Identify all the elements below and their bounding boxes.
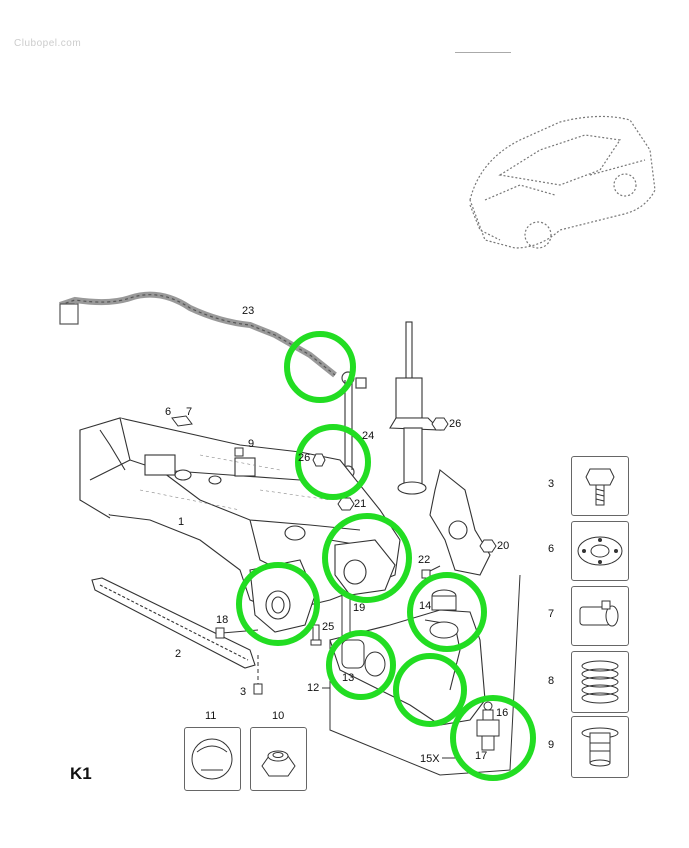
spring-icon [581,660,619,704]
callout-15x: 15X [420,753,440,765]
bump-stop-icon [581,727,619,767]
rear-bushing-block [249,559,316,633]
nut-9 [234,447,244,457]
bushing-14 [429,589,459,639]
side-card-3-num: 7 [548,608,555,620]
side-card-bump-stop [571,716,629,778]
callout-11: 11 [205,710,217,722]
callout-26-left: 26 [298,452,311,464]
callout-3-main: 3 [240,686,247,698]
steering-knuckle [429,469,491,576]
highlight-bushing-14 [407,572,487,652]
side-card-sleeve [571,586,629,646]
bolt-25 [310,624,322,646]
bolt-icon [585,468,615,506]
header-rule [455,52,511,53]
side-card-plate [571,521,629,581]
highlight-bar-clamp [284,331,356,403]
nut-26-right [431,417,449,431]
diagram-label: K1 [70,764,92,783]
callout-25: 25 [322,621,335,633]
highlight-link-lower [295,424,371,500]
callout-24: 24 [362,430,375,442]
callout-19: 19 [353,602,366,614]
nut-icon [261,750,296,777]
ball-joint [476,701,500,751]
side-card-spring [571,651,629,713]
highlight-arm-mount [393,653,467,727]
subframe-hatching [139,454,331,511]
callout-13: 13 [342,672,355,684]
watermark: Clubopel.com [14,38,82,49]
callout-7: 7 [186,406,193,418]
front-bushing-block [334,539,396,596]
callout-14: 14 [419,600,432,612]
callout-18: 18 [216,614,229,626]
callout-10: 10 [272,710,285,722]
callout-6: 6 [165,406,172,418]
callout-2: 2 [175,648,182,660]
strut [389,321,442,495]
callout-20: 20 [497,540,510,552]
nut-26-left [312,453,326,467]
callout-23: 23 [242,305,255,317]
side-card-2-num: 6 [548,543,555,555]
sleeve-icon [579,600,619,627]
highlight-front-bushing [322,513,412,603]
callout-12: 12 [307,682,320,694]
part-card-11 [184,727,241,791]
car-outline [469,115,656,249]
highlight-ball-joint [450,695,536,781]
reinforcement-bar [91,577,256,669]
bolt-3 [253,683,263,695]
stabilizer-bar [59,291,337,378]
side-card-bolt [571,456,629,516]
side-card-4-num: 8 [548,675,555,687]
callout-9: 9 [248,438,255,450]
callout-22: 22 [418,554,431,566]
clip-6-7 [171,415,193,427]
nut-21 [337,497,355,511]
part-card-10 [250,727,307,791]
callout-16: 16 [496,707,509,719]
side-card-1-num: 3 [548,478,555,490]
cap-icon [191,738,233,780]
callout-17: 17 [475,750,488,762]
plate-icon [577,536,623,566]
side-card-5-num: 9 [548,739,555,751]
highlight-bushing-13 [326,630,396,700]
bushing-13 [341,639,386,677]
highlight-rear-bushing [236,562,320,646]
highlight-circles [236,331,536,781]
callout-21: 21 [354,498,367,510]
callout-1: 1 [178,516,185,528]
callout-26-right: 26 [449,418,462,430]
nut-20 [479,539,497,553]
